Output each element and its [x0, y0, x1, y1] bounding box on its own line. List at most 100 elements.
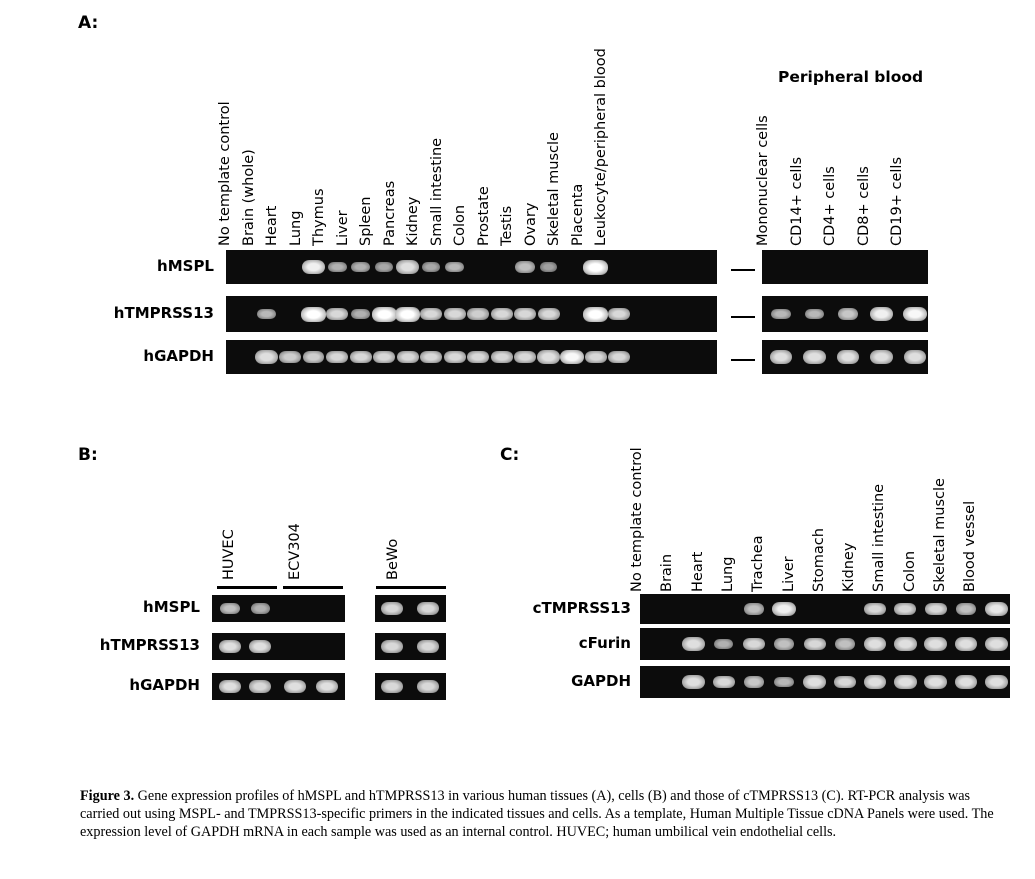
band [863, 637, 887, 651]
lane-label-ecv304-text: ECV304 [287, 523, 303, 580]
panel-b-label: B: [78, 445, 98, 465]
panel-a-label: A: [78, 13, 99, 33]
gel-c-ctmprss13 [640, 594, 1010, 624]
band [421, 261, 441, 273]
lane-label-kidney-text: Kidney [405, 196, 421, 246]
band [682, 675, 705, 689]
bracket-bewo [376, 586, 446, 589]
lane-label-c-stomach-text: Stomach [810, 528, 827, 592]
band [371, 306, 397, 322]
band [774, 638, 795, 650]
band [772, 601, 797, 617]
band [218, 639, 242, 654]
lane-label-c-no-template-control-text: No template control [629, 447, 645, 592]
band [774, 676, 794, 688]
band [443, 350, 466, 364]
row-label-c-gapdh: GAPDH [571, 672, 631, 690]
lane-label-thymus-text: Thymus [311, 188, 327, 247]
lane-label-no-template-control-text: No template control [217, 101, 233, 246]
band [539, 262, 558, 272]
gel-b-hmspl-2 [375, 595, 446, 622]
band [537, 350, 560, 364]
band [608, 307, 630, 321]
band [834, 638, 855, 650]
band [381, 680, 403, 693]
gel-c-cfurin [640, 628, 1010, 660]
band [714, 638, 734, 650]
bracket-huvec [217, 586, 277, 589]
band [490, 350, 513, 364]
band [902, 306, 928, 322]
band [837, 308, 859, 320]
lane-label-c-liver-text: Liver [780, 556, 797, 592]
gel-hgapdh-tissues [226, 340, 717, 374]
band [248, 639, 272, 654]
band [279, 350, 301, 364]
band [374, 261, 394, 273]
band [537, 307, 560, 321]
lane-label-pancreas-text: Pancreas [381, 180, 398, 246]
band [559, 349, 585, 365]
band [769, 350, 793, 364]
band [924, 675, 947, 689]
band [381, 640, 403, 653]
lane-label-c-kidney-text: Kidney [841, 542, 858, 592]
band [771, 308, 791, 320]
band [256, 308, 277, 320]
band [984, 602, 1008, 616]
band [444, 261, 465, 273]
band [863, 675, 887, 689]
band [302, 350, 325, 364]
row-label-c-ctmprss13: cTMPRSS13 [532, 599, 631, 617]
lane-label-ovary-text: Ovary [522, 202, 539, 246]
band [954, 675, 978, 689]
lane-label-c-colon-text: Colon [901, 550, 918, 592]
lane-label-lung-text: Lung [287, 210, 304, 246]
band [420, 350, 442, 364]
band [417, 640, 439, 653]
gel-b-htmprss13-1 [212, 633, 345, 660]
band [396, 260, 419, 274]
figure-caption: Figure 3. Gene expression profiles of hM… [80, 787, 1010, 841]
lane-label-c-heart-text: Heart [689, 551, 706, 592]
band [327, 261, 347, 273]
lane-label-cd14-cells-text: CD14+ cells [788, 156, 805, 246]
band [219, 602, 241, 615]
lane-label-small-intestine-text: Small intestine [428, 137, 445, 246]
gel-b-hmspl-1 [212, 595, 345, 622]
band [420, 307, 442, 321]
band [955, 603, 977, 615]
lane-label-c-brain-text: Brain [659, 553, 676, 592]
band [443, 307, 466, 321]
band [803, 637, 826, 651]
band [315, 679, 339, 694]
lane-label-testis-text: Testis [499, 205, 515, 246]
band [833, 675, 856, 689]
row-label-htmprss13: hTMPRSS13 [113, 304, 214, 322]
band [417, 602, 439, 615]
band [381, 602, 403, 615]
band [249, 680, 271, 693]
band [742, 637, 765, 651]
band [351, 308, 370, 320]
lane-label-c-skeletal-muscle-text: Skeletal muscle [932, 478, 948, 592]
band [894, 637, 917, 651]
lane-label-huvec-text: HUVEC [221, 529, 237, 580]
lane-label-bewo-text: BeWo [385, 538, 401, 580]
gel-hgapdh-blood [762, 340, 928, 374]
band [803, 350, 826, 364]
gel-hmspl-blood [762, 250, 928, 284]
lane-label-mononuclear-cells-text: Mononuclear cells [755, 115, 771, 246]
band [301, 306, 326, 322]
lane-label-leukocyte-peripheral-blood-text: Leukocyte/peripheral blood [593, 48, 609, 246]
gel-htmprss13-tissues [226, 296, 717, 332]
figure-caption-text: Gene expression profiles of hMSPL and hT… [80, 788, 994, 840]
band [467, 307, 489, 321]
band [349, 350, 372, 364]
band [712, 675, 735, 689]
band [583, 259, 608, 275]
row-label-b-hgapdh: hGAPDH [129, 676, 200, 694]
gel-b-hgapdh-2 [375, 673, 446, 700]
band [490, 307, 513, 321]
band [514, 350, 536, 364]
